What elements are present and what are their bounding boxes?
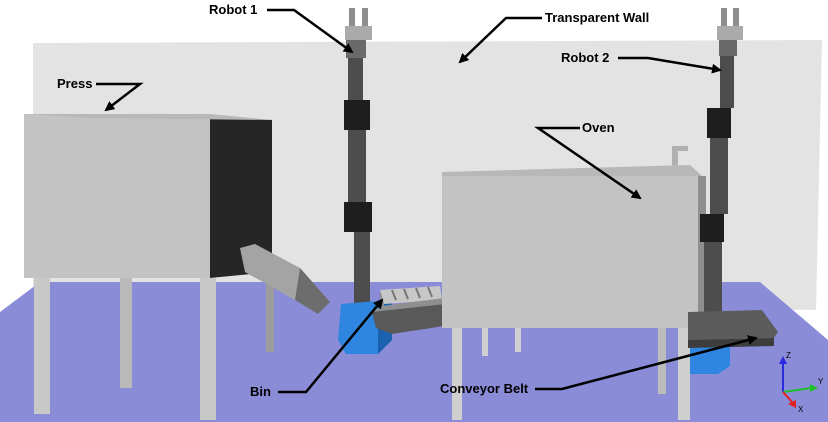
transparent-wall-label: Transparent Wall (545, 10, 650, 25)
arrow-robot-2 (618, 56, 722, 74)
oven-label: Oven (582, 120, 615, 135)
arrow-oven (533, 126, 642, 200)
press (24, 114, 330, 420)
bin-label: Bin (250, 384, 271, 399)
conveyor-belt-label: Conveyor Belt (440, 381, 529, 396)
arrow-press (96, 82, 144, 112)
robot-2-label: Robot 2 (561, 50, 610, 65)
oven (442, 146, 706, 420)
arrow-transparent-wall (458, 16, 542, 64)
conveyor-segment-left (372, 298, 444, 334)
axis-z-label: Z (786, 351, 791, 360)
arrow-conveyor-belt (535, 335, 758, 391)
arrow-bin (278, 298, 384, 394)
arrow-robot-1 (267, 8, 354, 54)
axis-x-label: X (798, 405, 804, 414)
robot-1 (338, 8, 392, 354)
press-label: Press (57, 76, 93, 91)
callout-arrows (96, 8, 758, 394)
coordinate-axes: Z Y X (779, 351, 824, 414)
axis-y-label: Y (818, 377, 824, 386)
robot-1-label: Robot 1 (209, 2, 258, 17)
conveyor-belt (688, 310, 778, 348)
